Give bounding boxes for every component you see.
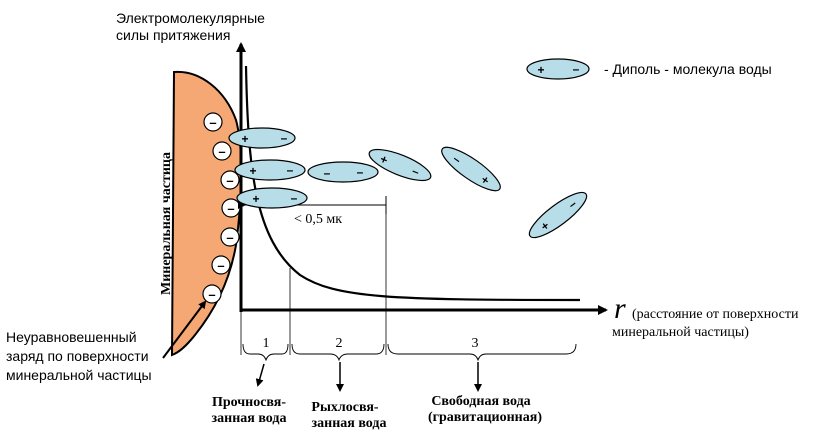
charge-label-line2: заряд по поверхности — [6, 348, 149, 364]
svg-text:–: – — [226, 173, 233, 188]
y-axis-label-line2: силы притяжения — [116, 27, 230, 43]
dipole: + – — [228, 127, 296, 149]
svg-text:–: – — [573, 62, 580, 76]
zone-label-2-line2: занная вода — [312, 416, 387, 431]
legend-dipole: + – — [526, 58, 590, 80]
y-axis-label-line1: Электромолекулярные — [116, 10, 265, 26]
zone-brace-3 — [387, 343, 577, 362]
svg-text:–: – — [357, 165, 364, 179]
svg-text:–: – — [217, 258, 224, 273]
x-axis-label-line2: минеральной частицы) — [612, 325, 749, 340]
dipole: – + — [441, 146, 501, 192]
svg-text:+: + — [378, 152, 390, 168]
dipole: + – — [236, 187, 308, 209]
zone-number-2: 2 — [336, 336, 343, 351]
particle-label: Минеральная частица — [159, 152, 174, 295]
svg-text:+: + — [537, 63, 544, 77]
svg-text:–: – — [209, 115, 216, 130]
x-axis-label-line1: (расстояние от поверхности — [632, 307, 799, 322]
charge-label-line3: минеральной частицы — [6, 367, 152, 383]
svg-text:–: – — [226, 230, 233, 245]
svg-text:+: + — [249, 164, 256, 178]
legend-text: - Диполь - молекула воды — [604, 61, 772, 77]
svg-text:–: – — [227, 201, 234, 216]
svg-text:–: – — [218, 144, 225, 159]
charge-pointer-arrow — [162, 300, 207, 359]
surface-charge: – — [220, 170, 240, 190]
svg-text:–: – — [291, 191, 298, 205]
dipole: – – — [307, 161, 379, 183]
surface-charge: – — [211, 255, 231, 275]
surface-charges: – – – – – – – — [202, 112, 241, 304]
surface-charge: – — [202, 284, 222, 304]
zone-label-1-line2: занная вода — [212, 411, 287, 426]
charge-label-line1: Неуравновешенный — [6, 329, 137, 345]
zone-label-2-line1: Рыхлосвя- — [311, 400, 379, 415]
surface-charge: – — [220, 227, 240, 247]
distance-label: < 0,5 мк — [294, 212, 342, 227]
zone-label-3-line1: Свободная вода — [431, 394, 530, 409]
svg-text:+: + — [241, 132, 248, 146]
dipole: + – — [368, 148, 432, 182]
surface-charge: – — [212, 141, 232, 161]
zone-number-3: 3 — [472, 336, 479, 351]
surface-charge: – — [221, 198, 241, 218]
surface-charge: – — [203, 112, 223, 132]
zone-number-1: 1 — [263, 336, 270, 351]
svg-text:–: – — [281, 131, 288, 145]
svg-text:+: + — [252, 192, 259, 206]
zone-arrow-1 — [255, 363, 265, 387]
zone-label-1-line1: Прочносвя- — [212, 395, 286, 410]
force-curve — [244, 65, 581, 302]
zone-brace-2 — [291, 343, 385, 362]
zone-brace-1 — [242, 343, 289, 362]
svg-text:–: – — [208, 287, 215, 302]
svg-text:–: – — [287, 163, 294, 177]
svg-text:–: – — [410, 164, 422, 180]
dipole: + – — [528, 191, 588, 239]
x-axis-symbol: r — [614, 292, 626, 325]
zone-label-3-line2: (гравитационная) — [428, 410, 542, 425]
dipole: + – — [234, 159, 306, 181]
svg-text:–: – — [324, 166, 331, 180]
